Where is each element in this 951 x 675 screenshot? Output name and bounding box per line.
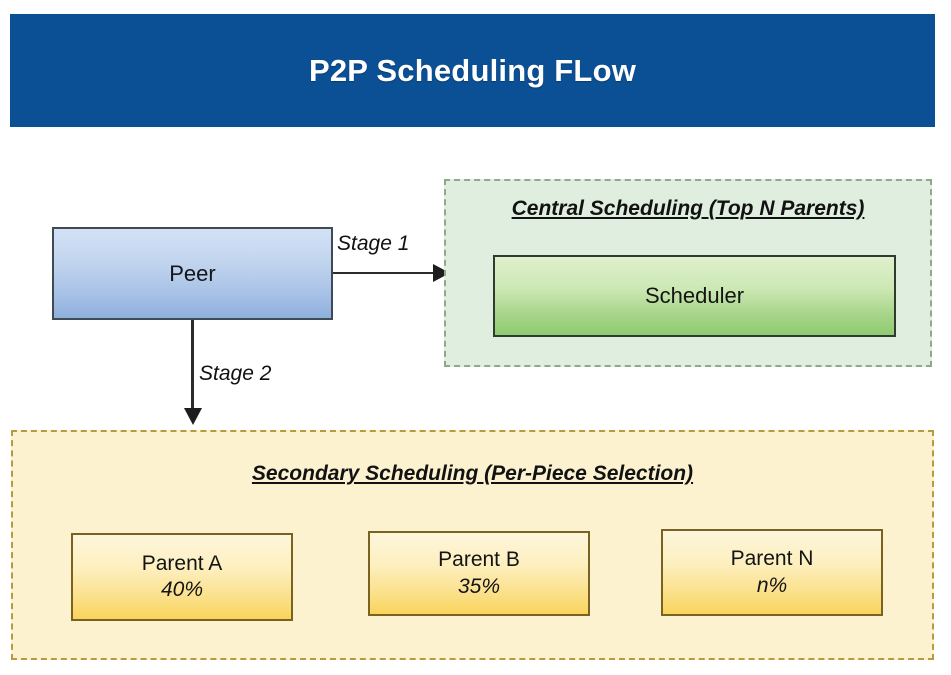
node-parent-b-share: 35% (457, 574, 501, 598)
node-parent-b[interactable]: Parent B 35% (368, 531, 590, 616)
stage-2-label: Stage 2 (199, 362, 272, 385)
parent-node-row: Parent A 40% Parent B 35% Parent N n% (13, 529, 932, 621)
stage-1-label: Stage 1 (337, 232, 410, 255)
header-banner: P2P Scheduling FLow (10, 14, 935, 127)
node-peer-label: Peer (169, 260, 216, 286)
stage-1-arrow-line (333, 272, 437, 274)
node-parent-a[interactable]: Parent A 40% (71, 533, 293, 621)
node-parent-n[interactable]: Parent N n% (661, 529, 883, 616)
page-title: P2P Scheduling FLow (308, 52, 637, 88)
group-central-scheduling: Central Scheduling (Top N Parents) Sched… (444, 179, 932, 367)
node-parent-b-label: Parent B (438, 548, 520, 572)
group-secondary-scheduling-title: Secondary Scheduling (Per-Piece Selectio… (251, 462, 694, 485)
node-scheduler[interactable]: Scheduler (493, 255, 896, 337)
group-central-scheduling-title: Central Scheduling (Top N Parents) (511, 197, 865, 220)
node-scheduler-label: Scheduler (644, 283, 745, 308)
node-parent-n-label: Parent N (730, 547, 814, 571)
node-parent-a-share: 40% (160, 578, 204, 601)
stage-2-arrow-line (191, 320, 194, 412)
node-peer[interactable]: Peer (52, 227, 333, 320)
node-parent-n-share: n% (756, 573, 788, 597)
stage-2-arrow-head-icon (184, 408, 202, 425)
group-secondary-scheduling: Secondary Scheduling (Per-Piece Selectio… (11, 430, 934, 660)
node-parent-a-label: Parent A (141, 551, 223, 575)
